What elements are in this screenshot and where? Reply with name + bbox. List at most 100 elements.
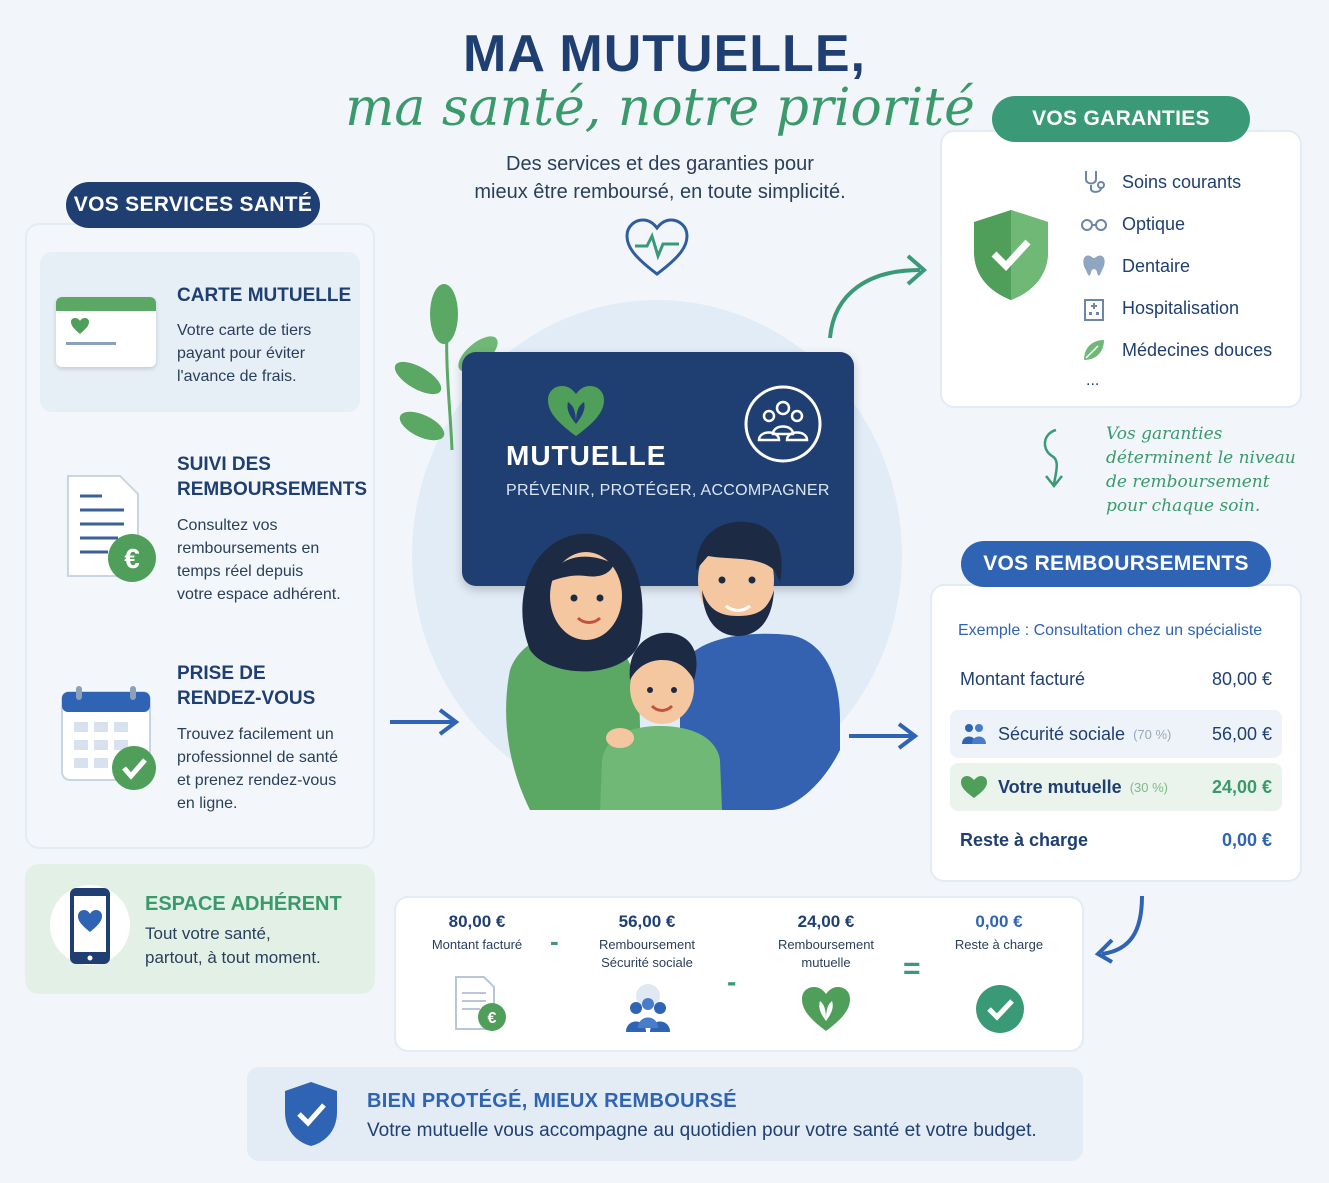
shield-check-icon <box>974 210 1048 300</box>
text-line: l'avance de frais. <box>177 368 297 385</box>
tooth-icon <box>1083 255 1105 276</box>
operator-minus: - <box>727 966 737 997</box>
row-label: Sécurité sociale <box>998 723 1126 744</box>
footer-text: Votre mutuelle vous accompagne au quotid… <box>367 1120 1037 1141</box>
suivi-text: Consultez vos remboursements en temps ré… <box>177 514 341 606</box>
mutuelle-card-subtitle: PRÉVENIR, PROTÉGER, ACCOMPAGNER <box>506 482 830 499</box>
remboursements-label: VOS REMBOURSEMENTS <box>961 541 1271 587</box>
stethoscope-icon <box>1085 171 1105 193</box>
garantie-label: Hospitalisation <box>1122 297 1240 318</box>
calculation-panel <box>394 896 1084 1052</box>
garantie-hospitalisation[interactable]: Hospitalisation <box>1080 294 1239 322</box>
carte-mutuelle-text: Votre carte de tiers payant pour éviter … <box>177 319 311 388</box>
title-line: SUIVI DES <box>177 454 271 475</box>
title-line: REMBOURSEMENTS <box>177 479 368 500</box>
garantie-soins-courants[interactable]: Soins courants <box>1080 168 1241 196</box>
document-euro-icon: € <box>67 475 156 582</box>
calc-mutuelle: 24,00 € Remboursement mutuelle <box>756 912 896 972</box>
suivi-title: SUIVI DES REMBOURSEMENTS <box>177 452 367 502</box>
calc-montant-facture: 80,00 € Montant facturé <box>407 912 547 954</box>
heart-pulse-icon <box>625 218 689 276</box>
note-line: de remboursement <box>1106 472 1270 492</box>
calc-securite-sociale: 56,00 € Remboursement Sécurité sociale <box>577 912 717 972</box>
text-line: payant pour éviter <box>177 345 306 362</box>
text-line: Consultez vos <box>177 517 278 534</box>
note-line: déterminent le niveau <box>1106 448 1296 468</box>
footer-title: BIEN PROTÉGÉ, MIEUX REMBOURSÉ <box>367 1090 737 1112</box>
check-circle-icon <box>976 985 1024 1033</box>
garantie-dentaire[interactable]: Dentaire <box>1080 252 1190 280</box>
text-line: votre espace adhérent. <box>177 586 341 603</box>
arrow-right-icon <box>849 722 919 750</box>
calc-label-line: Remboursement <box>777 937 875 952</box>
card-icon <box>56 297 156 367</box>
calc-amount: 56,00 € <box>618 912 676 931</box>
text-line: Votre carte de tiers <box>177 322 312 339</box>
garanties-more: ... <box>1086 372 1100 389</box>
curly-arrow-down-icon <box>1043 428 1063 489</box>
leaf-icon <box>1084 340 1104 360</box>
row-amount: 56,00 € <box>1211 723 1272 744</box>
garanties-label: VOS GARANTIES <box>992 96 1250 142</box>
row-percent: (70 %) <box>1133 726 1172 742</box>
curved-arrow-down-left-icon <box>1094 895 1144 964</box>
garantie-label: Dentaire <box>1122 255 1191 276</box>
people-icon <box>962 724 986 744</box>
calc-label: Remboursement Sécurité sociale <box>577 936 717 972</box>
text-line: professionnel de santé <box>177 749 338 766</box>
calc-label-line: mutuelle <box>801 955 851 970</box>
rdv-text: Trouvez facilement un professionnel de s… <box>177 723 338 815</box>
svg-text:€: € <box>124 543 140 574</box>
page-title: MA MUTUELLE, <box>463 25 866 83</box>
shield-check-icon <box>285 1082 337 1146</box>
garantie-label: Optique <box>1122 213 1186 234</box>
operator-equals: = <box>903 952 921 985</box>
family-group-icon <box>744 385 822 463</box>
glasses-icon <box>1081 219 1107 231</box>
remboursements-example: Exemple : Consultation chez un spécialis… <box>958 622 1263 639</box>
page-tagline: ma santé, notre priorité <box>345 78 975 138</box>
calendar-check-icon <box>61 686 156 790</box>
heart-leaf-icon <box>961 776 987 798</box>
phone-heart-icon <box>70 888 110 964</box>
calc-amount: 24,00 € <box>797 912 855 931</box>
calc-label: Reste à charge <box>954 937 1044 952</box>
garantie-medecines-douces[interactable]: Médecines douces <box>1080 336 1272 364</box>
calc-reste-a-charge: 0,00 € Reste à charge <box>929 912 1069 954</box>
svg-text:€: € <box>488 1010 497 1027</box>
hospital-icon <box>1084 299 1104 321</box>
row-securite-sociale: Sécurité sociale (70 %) 56,00 € <box>950 710 1282 758</box>
calc-label: Remboursement mutuelle <box>756 936 896 972</box>
calc-label-line: Sécurité sociale <box>601 955 693 970</box>
text-line: en ligne. <box>177 795 238 812</box>
title-line: PRISE DE <box>177 663 266 684</box>
espace-title: ESPACE ADHÉRENT <box>145 893 342 915</box>
operator-minus: - <box>550 926 559 956</box>
text-line: et prenez rendez-vous <box>177 772 337 789</box>
mutuelle-card <box>462 352 854 586</box>
heart-leaf-logo-icon <box>548 386 604 436</box>
subtitle-line-2: mieux être remboursé, en toute simplicit… <box>474 181 846 203</box>
footer-banner <box>247 1067 1083 1161</box>
document-euro-icon: € <box>455 976 506 1031</box>
row-votre-mutuelle: Votre mutuelle (30 %) 24,00 € <box>950 763 1282 811</box>
note-line: pour chaque soin. <box>1106 496 1261 516</box>
people-group-icon <box>626 984 670 1032</box>
text-line: Tout votre santé, <box>145 924 271 943</box>
rdv-title: PRISE DE RENDEZ-VOUS <box>177 661 315 711</box>
espace-text: Tout votre santé, partout, à tout moment… <box>145 922 321 970</box>
garantie-optique[interactable]: Optique <box>1080 210 1185 238</box>
row-amount: 0,00 € <box>1221 829 1272 850</box>
calc-amount: 0,00 € <box>975 912 1023 931</box>
row-percent: (30 %) <box>1129 779 1168 795</box>
text-line: remboursements en <box>177 540 320 557</box>
row-reste-a-charge: Reste à charge 0,00 € <box>950 819 1282 861</box>
calc-label-line: Remboursement <box>598 937 696 952</box>
row-amount: 80,00 € <box>1211 668 1272 689</box>
page-subtitle: Des services et des garanties pour mieux… <box>390 150 930 206</box>
curved-arrow-up-icon <box>828 254 928 339</box>
carte-mutuelle-title: CARTE MUTUELLE <box>177 285 352 306</box>
mutuelle-card-title: MUTUELLE <box>506 440 667 471</box>
text-line: temps réel depuis <box>177 563 304 580</box>
row-label: Reste à charge <box>960 829 1089 850</box>
